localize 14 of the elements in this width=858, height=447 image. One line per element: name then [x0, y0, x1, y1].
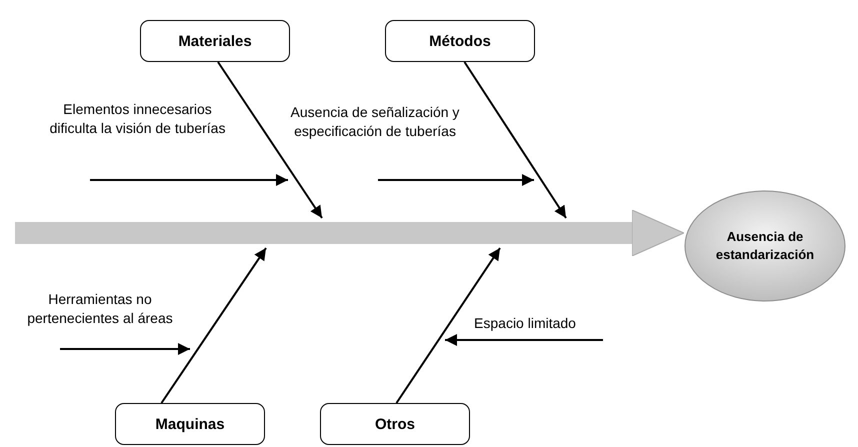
arrow	[217, 61, 323, 219]
cause-text: Ausencia de señalización y especificación de tuberías	[290, 103, 460, 141]
spine-arrow	[15, 210, 684, 256]
category-box: Otros	[320, 403, 470, 445]
arrow	[160, 247, 267, 404]
category-box: Maquinas	[115, 403, 265, 445]
cause-text: Herramientas no pertenecientes al áreas	[26, 290, 174, 328]
effect-text: Ausencia de estandarización	[714, 228, 816, 264]
category-box: Métodos	[385, 20, 535, 62]
category-box: Materiales	[140, 20, 290, 62]
arrow	[396, 247, 501, 404]
cause-text: Elementos innecesarios dificulta la visión de tuberías	[48, 100, 226, 138]
arrow	[464, 61, 567, 219]
cause-text: Espacio limitado	[473, 314, 577, 333]
